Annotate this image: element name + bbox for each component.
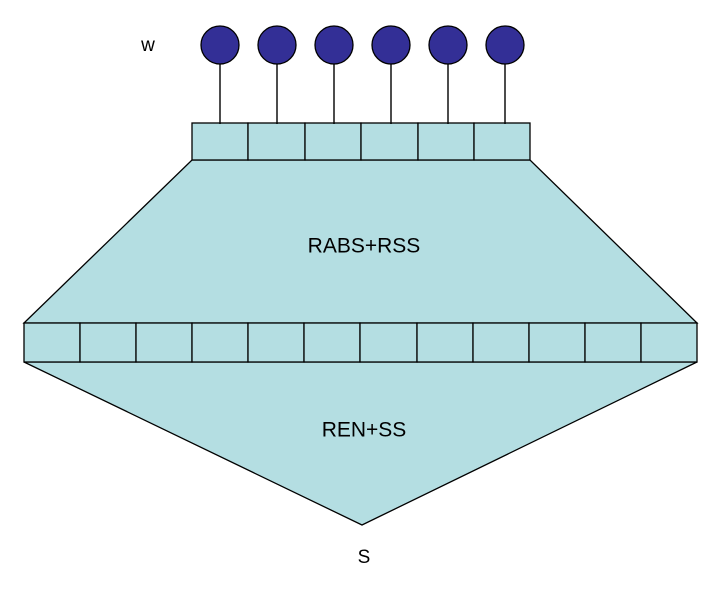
upper-bar-group: [191, 122, 531, 161]
lower-bar-segment: [416, 322, 474, 363]
lower-layer-triangle: [23, 361, 698, 526]
upper-bar-segment: [473, 122, 531, 161]
lower-bar-segment: [584, 322, 642, 363]
bottom-label: S: [358, 547, 371, 568]
upper-bar-segment: [191, 122, 249, 161]
lower-layer-label: REN+SS: [322, 419, 407, 442]
lower-layer-triangle-group: [23, 361, 698, 526]
lower-bar-group: [23, 322, 698, 363]
diagram-labels-group: w RABS+RSS REN+SS S: [140, 35, 420, 568]
upper-layer-label: RABS+RSS: [308, 235, 421, 258]
weight-node[interactable]: [257, 25, 297, 65]
lower-bar-segment: [528, 322, 586, 363]
weight-node[interactable]: [428, 25, 468, 65]
lower-bar-segment: [247, 322, 305, 363]
lower-bar-segment: [359, 322, 418, 363]
lower-bar-segment: [640, 322, 698, 363]
upper-bar-segment: [417, 122, 475, 161]
upper-bar-segment: [304, 122, 362, 161]
upper-bar-segment: [360, 122, 419, 161]
lower-bar-segment: [472, 322, 530, 363]
upper-bar-segment: [247, 122, 306, 161]
lower-bar-segment: [79, 322, 137, 363]
lower-bar-segment: [303, 322, 361, 363]
lower-bar-segment: [135, 322, 193, 363]
node-stems-group: [219, 64, 506, 124]
lower-bar-segment: [23, 322, 81, 363]
weight-node[interactable]: [200, 25, 240, 65]
weight-nodes-group: [200, 25, 525, 65]
weight-node[interactable]: [314, 25, 354, 65]
weight-label: w: [140, 35, 155, 56]
lower-bar-segment: [191, 322, 249, 363]
weight-node[interactable]: [485, 25, 525, 65]
weight-node[interactable]: [371, 25, 411, 65]
